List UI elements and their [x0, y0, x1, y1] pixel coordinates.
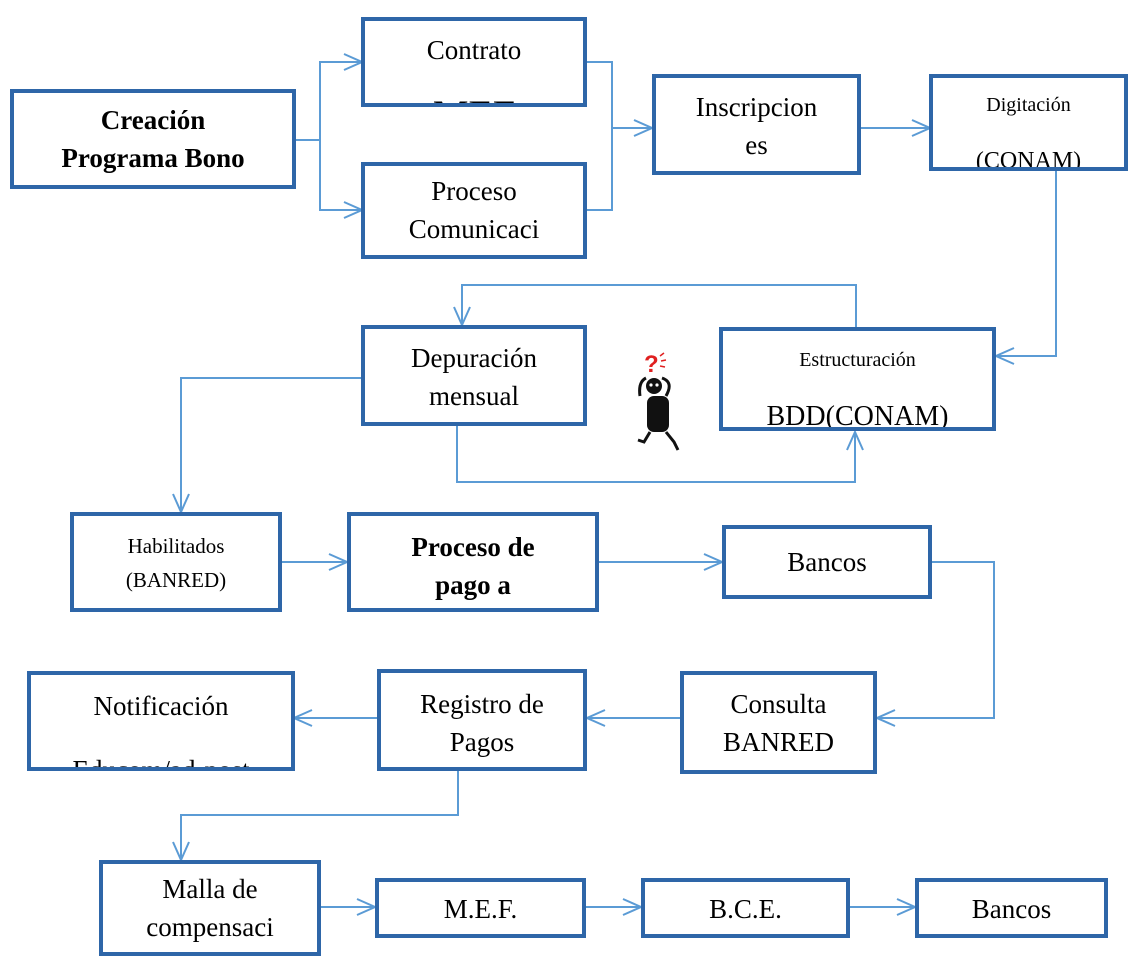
node-label-line-1: Estructuración: [799, 349, 916, 371]
node-label-line-1: Registro de: [420, 689, 544, 719]
node-label-line-1: M.E.F.: [443, 894, 518, 924]
connector-registro-malla: [181, 770, 459, 860]
node-mef: M.E.F.: [375, 878, 586, 938]
node-bancos-bottom: Bancos: [915, 878, 1108, 938]
node-label-line-1: Digitación: [986, 94, 1071, 116]
node-proceso-comunicacion: Proceso Comunicaci: [361, 162, 587, 259]
node-label-line-2-clipped: (CONAM): [975, 148, 1082, 171]
node-label-line-1: Inscripcion: [695, 92, 818, 122]
node-consulta-banred: Consulta BANRED: [680, 671, 877, 774]
connector-creacion-split: [295, 62, 362, 141]
connector-estructuracion-depuracion: [462, 284, 857, 328]
node-label-line-1: Contrato: [426, 35, 522, 65]
connector-contrato-inscripciones: [587, 61, 613, 211]
svg-text:?: ?: [644, 351, 659, 378]
node-label-line-1: Malla de: [162, 874, 258, 904]
node-label-line-1: Consulta: [730, 689, 827, 719]
node-label-line-1: Habilitados: [127, 534, 225, 558]
connector-depuracion-habilitados: [181, 377, 362, 512]
node-label-line-2-clipped: MEF: [365, 91, 583, 103]
node-estructuracion: Estructuración BDD(CONAM): [719, 327, 996, 431]
node-digitacion: Digitación (CONAM): [929, 74, 1128, 171]
connector-digitacion-estructuracion: [996, 170, 1057, 356]
node-label-line-1: B.C.E.: [709, 894, 782, 924]
node-label-line-1: Creación: [100, 105, 206, 135]
node-creacion-programa-bono: Creación Programa Bono: [10, 89, 296, 189]
node-label-line-1: Bancos: [787, 547, 867, 577]
node-label-line-2: BANRED: [722, 727, 834, 757]
node-label-line-2: pago a: [435, 570, 511, 600]
node-notificacion: Notificación Educom/ad-post: [27, 671, 295, 771]
node-malla-compensacion: Malla de compensaci: [99, 860, 321, 956]
node-depuracion-mensual: Depuración mensual: [361, 325, 587, 426]
node-label-line-1: Proceso: [431, 176, 517, 206]
node-label-line-2: Pagos: [449, 727, 515, 757]
node-label-line-1: Notificación: [93, 691, 229, 721]
node-label-line-1: Depuración: [411, 343, 537, 373]
connector-bancos-consulta: [877, 561, 995, 718]
node-label-line-2: mensual: [429, 381, 519, 411]
node-proceso-pago: Proceso de pago a: [347, 512, 599, 612]
node-registro-pagos: Registro de Pagos: [377, 669, 587, 771]
confused-person-icon: ?: [637, 351, 680, 451]
node-label-line-2: Comunicaci: [408, 214, 540, 244]
connector-creacion-proceso: [319, 140, 362, 210]
node-label-line-2-clipped: BDD(CONAM): [766, 401, 949, 431]
node-bancos-top: Bancos: [722, 525, 932, 599]
node-label-line-2-clipped: Educom/ad-post: [72, 755, 250, 771]
node-label-line-2: (BANRED): [125, 568, 227, 592]
node-contrato: Contrato MEF: [361, 17, 587, 107]
node-bce: B.C.E.: [641, 878, 850, 938]
node-label-line-1: Bancos: [971, 894, 1052, 924]
node-habilitados: Habilitados (BANRED): [70, 512, 282, 612]
node-label-line-2: compensaci: [146, 912, 274, 942]
connector-depuracion-estructuracion: [456, 425, 855, 483]
node-label-line-1: Proceso de: [411, 532, 535, 562]
node-inscripciones: Inscripcion es: [652, 74, 861, 175]
node-label-line-2: Programa Bono: [61, 143, 245, 173]
node-label-line-2: es: [745, 130, 768, 160]
